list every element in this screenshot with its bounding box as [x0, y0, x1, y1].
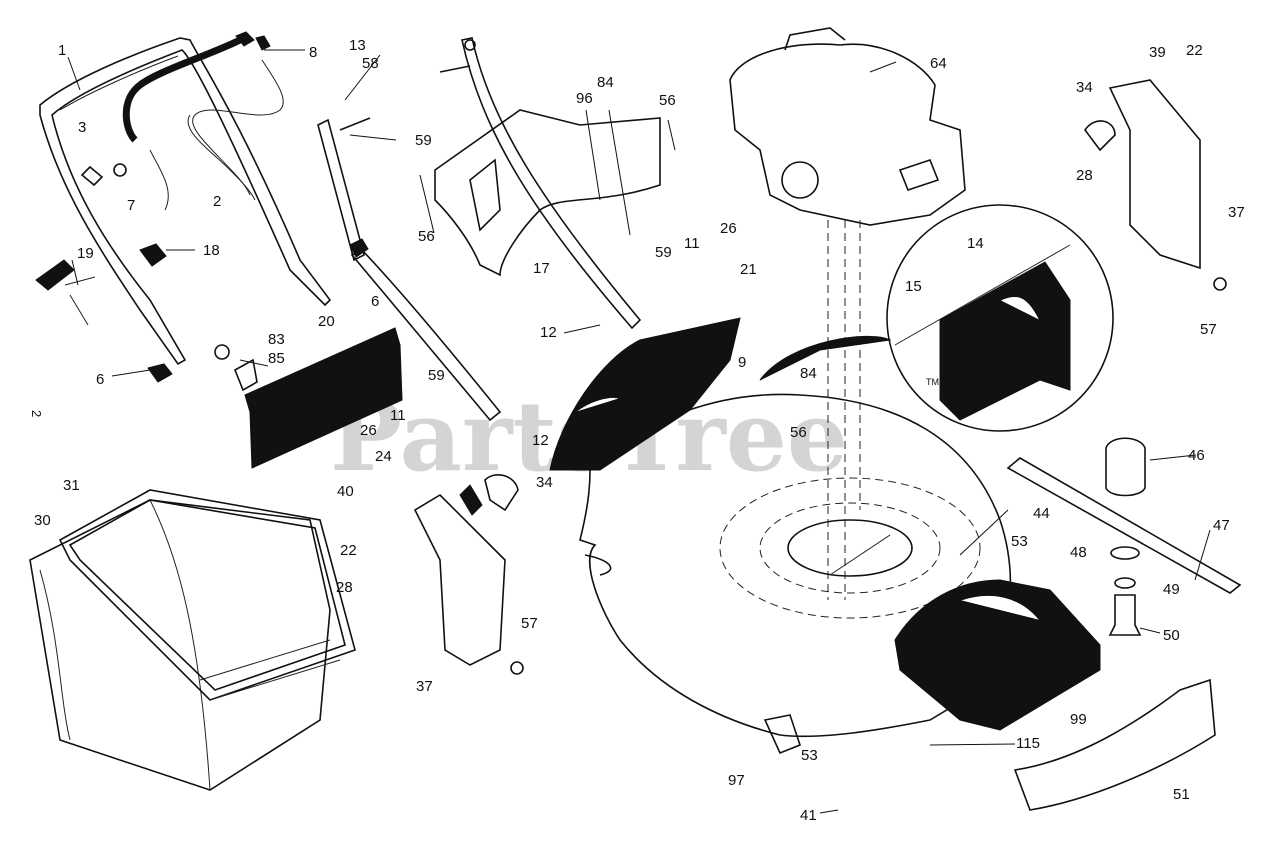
chute-deflector	[434, 109, 661, 277]
handle-knob	[35, 243, 167, 326]
callout-37-left: 37	[416, 678, 433, 695]
callout-59-mid: 59	[655, 244, 672, 261]
callout-84-deck: 84	[800, 365, 817, 382]
callout-84-upper: 84	[597, 74, 614, 91]
callout-6-knob: 6	[96, 371, 104, 388]
blade-assembly	[1006, 437, 1242, 636]
callout-26-lower: 26	[360, 422, 377, 439]
height-bracket-right	[1084, 79, 1227, 291]
discharge-cover	[549, 317, 741, 471]
callout-8: 8	[309, 44, 317, 61]
callout-11-lower: 11	[390, 407, 406, 424]
callout-34-right: 34	[1076, 79, 1093, 96]
trademark: TM	[926, 377, 939, 387]
grass-bag	[29, 489, 356, 791]
callout-37-right: 37	[1228, 204, 1245, 221]
callout-99: 99	[1070, 711, 1087, 728]
callout-9: 9	[738, 354, 746, 371]
detail-inset	[759, 204, 1114, 432]
callout-83: 83	[268, 331, 285, 348]
callout-12-upper: 12	[540, 324, 557, 341]
callout-59-lower: 59	[428, 367, 445, 384]
rear-flap	[214, 327, 403, 469]
callout-56-deck: 56	[790, 424, 807, 441]
callout-57-right: 57	[1200, 321, 1217, 338]
callout-31: 31	[63, 477, 80, 494]
engine	[729, 27, 966, 600]
callout-48: 48	[1070, 544, 1087, 561]
callout-53-right: 53	[1011, 533, 1028, 550]
callout-17: 17	[533, 260, 550, 277]
callout-97: 97	[728, 772, 745, 789]
callout-115: 115	[1016, 735, 1040, 752]
callout-12-lower: 12	[532, 432, 549, 449]
wing-nut	[147, 238, 369, 383]
front-bar	[763, 678, 1216, 811]
upper-handle	[39, 37, 332, 366]
callout-28-left: 28	[336, 579, 353, 596]
callout-19: 19	[77, 245, 94, 262]
callout-34-left: 34	[536, 474, 553, 491]
mower-deck	[579, 393, 1012, 738]
callout-2: 2	[213, 193, 221, 210]
callout-50: 50	[1163, 627, 1180, 644]
callout-44: 44	[1033, 505, 1050, 522]
sheet-mark: 2	[29, 410, 44, 417]
control-cable	[122, 31, 284, 211]
callout-11-upper: 11	[684, 235, 700, 252]
callout-18: 18	[203, 242, 220, 259]
callout-39: 39	[1149, 44, 1166, 61]
callout-7: 7	[127, 197, 135, 214]
callout-58: 58	[362, 55, 379, 72]
callout-30: 30	[34, 512, 51, 529]
callout-59-upper: 59	[415, 132, 432, 149]
height-bracket-left	[413, 474, 524, 675]
callout-24: 24	[375, 448, 392, 465]
callout-22-right: 22	[1186, 42, 1203, 59]
callout-85: 85	[268, 350, 285, 367]
callout-3: 3	[78, 119, 86, 136]
callout-21: 21	[740, 261, 757, 278]
callout-20: 20	[318, 313, 335, 330]
callout-46: 46	[1188, 447, 1205, 464]
front-cover	[894, 579, 1101, 731]
callout-57-left: 57	[521, 615, 538, 632]
cable-clip	[80, 163, 127, 187]
callout-41: 41	[800, 807, 817, 824]
callout-53-lower: 53	[801, 747, 818, 764]
lower-handle	[317, 37, 642, 422]
callout-26-upper: 26	[720, 220, 737, 237]
callout-51: 51	[1173, 786, 1190, 803]
callout-64: 64	[930, 55, 947, 72]
callout-96: 96	[576, 90, 593, 107]
callout-28-right: 28	[1076, 167, 1093, 184]
callout-49: 49	[1163, 581, 1180, 598]
leader-lines	[67, 49, 1211, 814]
callout-14: 14	[967, 235, 984, 252]
callout-47: 47	[1213, 517, 1230, 534]
callout-6-handle: 6	[371, 293, 379, 310]
callout-56-left: 56	[418, 228, 435, 245]
callout-56-upper: 56	[659, 92, 676, 109]
callout-13: 13	[349, 37, 366, 54]
callout-15: 15	[905, 278, 922, 295]
callout-22-left: 22	[340, 542, 357, 559]
callout-1: 1	[58, 42, 66, 59]
callout-40: 40	[337, 483, 354, 500]
